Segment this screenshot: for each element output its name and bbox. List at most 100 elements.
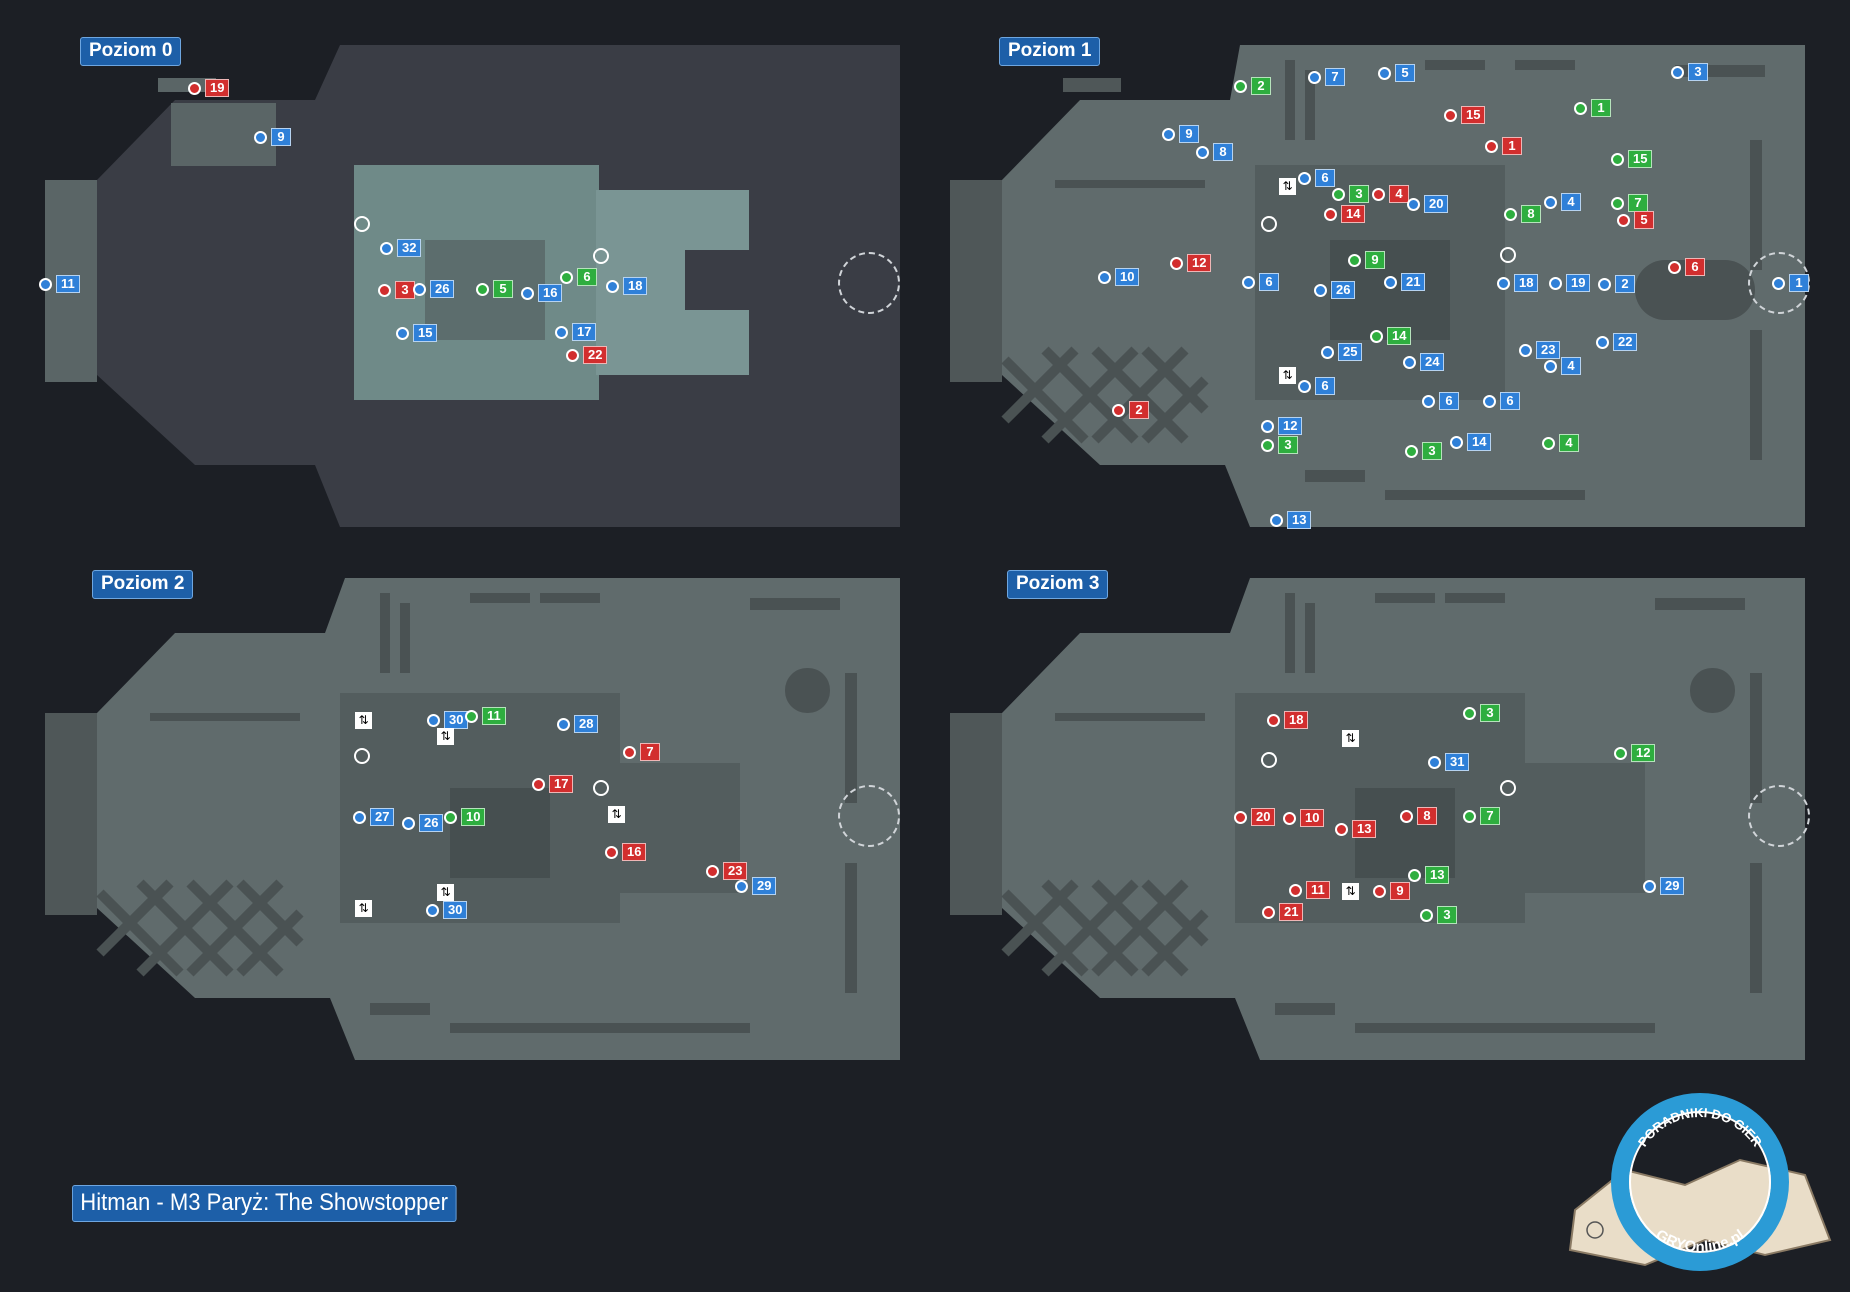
marker-dot (188, 81, 201, 95)
marker-number: 21 (1401, 273, 1426, 291)
marker-dot (1262, 905, 1275, 919)
marker-dot (623, 745, 636, 759)
marker-number: 5 (493, 280, 513, 298)
east-notch (685, 250, 749, 310)
marker-number: 3 (1278, 436, 1298, 454)
marker-dot (521, 286, 534, 300)
marker-dot (706, 864, 719, 878)
marker-number: 11 (482, 707, 506, 725)
marker-number: 1 (1502, 137, 1522, 155)
marker-dot (444, 810, 457, 824)
marker-number: 3 (1437, 906, 1457, 924)
marker-dot (378, 283, 391, 297)
marker-dot (1408, 868, 1421, 882)
level-label: Poziom 2 (92, 570, 194, 599)
marker-dot (413, 282, 426, 296)
marker-number: 2 (1615, 275, 1635, 293)
stairs-icon: ⇅ (355, 712, 372, 729)
marker-red-15: 15 (1444, 106, 1486, 124)
marker-blue-6: 6 (1483, 392, 1520, 410)
marker-number: 15 (1628, 150, 1653, 168)
marker-number: 14 (1341, 205, 1366, 223)
marker-dot (1170, 256, 1183, 270)
marker-red-21: 21 (1262, 903, 1304, 921)
marker-number: 1 (1591, 99, 1611, 117)
marker-dot (566, 348, 579, 362)
marker-number: 23 (723, 862, 748, 880)
lattice-floor (1001, 879, 1209, 977)
marker-dot (1098, 270, 1111, 284)
marker-blue-6: 6 (1242, 273, 1279, 291)
marker-number: 10 (1300, 809, 1325, 827)
marker-dot (1598, 277, 1611, 291)
marker-blue-29: 29 (735, 877, 777, 895)
marker-dot (1549, 276, 1562, 290)
marker-blue-6: 6 (1422, 392, 1459, 410)
marker-number: 7 (1628, 194, 1648, 212)
marker-number: 18 (623, 277, 648, 295)
marker-green-11: 11 (465, 707, 506, 725)
marker-red-8: 8 (1400, 807, 1437, 825)
marker-dot (1298, 171, 1311, 185)
marker-number: 12 (1278, 417, 1303, 435)
east-corridor (1505, 763, 1645, 893)
marker-green-14: 14 (1370, 327, 1412, 345)
marker-dot (606, 279, 619, 293)
marker-dot (1261, 438, 1274, 452)
marker-red-23: 23 (706, 862, 748, 880)
map-panel-level-0: Poziom 0 (0, 0, 900, 540)
marker-red-3: 3 (378, 281, 415, 299)
floorplan-level-0 (45, 45, 900, 527)
inner-room (450, 788, 550, 878)
marker-number: 21 (1279, 903, 1304, 921)
marker-number: 4 (1561, 357, 1581, 375)
marker-red-11: 11 (1289, 881, 1330, 899)
marker-number: 8 (1213, 143, 1233, 161)
marker-blue-16: 16 (521, 284, 563, 302)
marker-blue-28: 28 (557, 715, 599, 733)
marker-dot (1614, 746, 1627, 760)
marker-red-18: 18 (1267, 711, 1309, 729)
marker-green-1: 1 (1574, 99, 1611, 117)
lattice-floor (1001, 346, 1209, 444)
marker-dot (1519, 343, 1532, 357)
marker-green-15: 15 (1611, 150, 1653, 168)
crosshair-icon (593, 780, 609, 796)
stairs-icon: ⇅ (1342, 730, 1359, 747)
marker-number: 15 (1461, 106, 1486, 124)
marker-red-13: 13 (1335, 820, 1377, 838)
marker-number: 3 (395, 281, 415, 299)
marker-dot (1405, 444, 1418, 458)
marker-number: 4 (1559, 434, 1579, 452)
marker-number: 9 (271, 128, 291, 146)
marker-green-3: 3 (1420, 906, 1457, 924)
level-label: Poziom 0 (80, 37, 182, 66)
marker-blue-10: 10 (1098, 268, 1140, 286)
marker-number: 6 (1315, 169, 1335, 187)
marker-green-2: 2 (1234, 77, 1271, 95)
marker-number: 6 (577, 268, 597, 286)
marker-blue-25: 25 (1321, 343, 1363, 361)
marker-dot (532, 777, 545, 791)
marker-number: 23 (1536, 341, 1561, 359)
marker-blue-26: 26 (402, 814, 444, 832)
marker-dot (1574, 101, 1587, 115)
marker-dot (353, 810, 366, 824)
marker-blue-9: 9 (254, 128, 291, 146)
exit-ring-icon (1748, 785, 1810, 847)
marker-blue-7: 7 (1308, 68, 1345, 86)
marker-dot (1463, 706, 1476, 720)
marker-dot (1485, 139, 1498, 153)
marker-dot (1407, 197, 1420, 211)
marker-green-3: 3 (1463, 704, 1500, 722)
marker-dot (1234, 79, 1247, 93)
marker-number: 13 (1425, 866, 1450, 884)
marker-number: 9 (1390, 882, 1410, 900)
marker-blue-15: 15 (396, 324, 438, 342)
marker-number: 16 (538, 284, 563, 302)
marker-dot (1643, 879, 1656, 893)
marker-dot (1335, 822, 1348, 836)
marker-dot (1332, 187, 1345, 201)
marker-number: 7 (1325, 68, 1345, 86)
wall-segments (1055, 593, 1762, 1033)
